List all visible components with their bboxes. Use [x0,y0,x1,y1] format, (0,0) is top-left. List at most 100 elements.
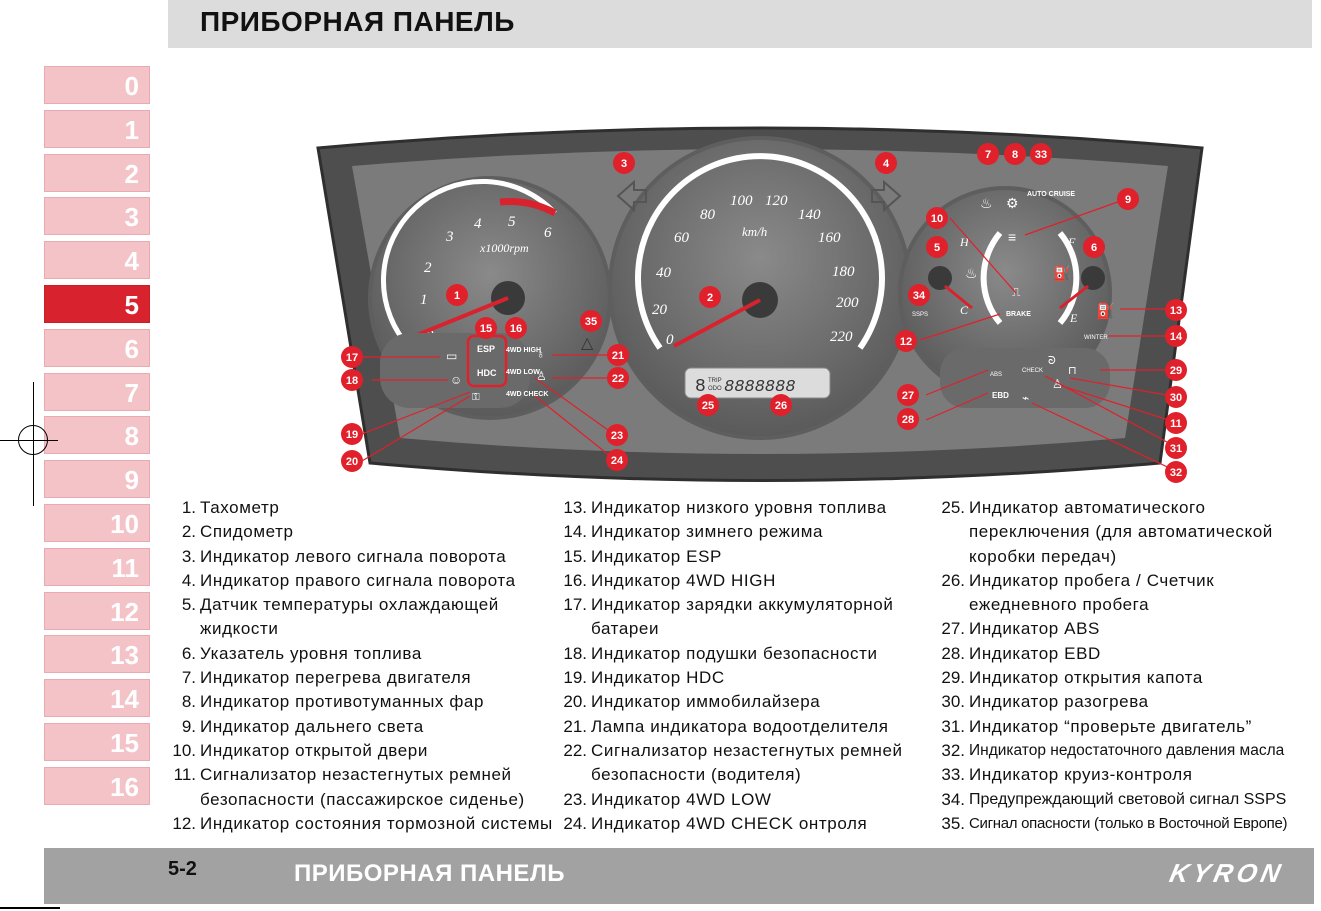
footer-section-title: ПРИБОРНАЯ ПАНЕЛЬ [294,860,566,887]
callout-leader-lines [360,198,1179,473]
legend-number: 25. [941,498,965,517]
legend-number: 4. [181,570,196,590]
legend-item: 4.Индикатор правого сигнала поворота [172,569,554,593]
chapter-tab-6[interactable]: 6 [44,328,150,367]
legend-number: 2. [181,522,196,542]
legend-text: Указатель уровня топлива [200,643,422,663]
chapter-tab-9[interactable]: 9 [44,460,150,499]
callout-marker-4 [875,152,897,174]
legend-item: 24.Индикатор 4WD CHECK онтроля [560,812,932,836]
callout-marker-33 [1030,143,1052,165]
legend-text: Сигнализатор незастегнутых ремней безопа… [591,740,903,785]
chapter-tab-7[interactable]: 7 [44,372,150,411]
legend-text: Индикатор разогрева [969,692,1149,712]
legend-number: 18. [563,643,587,663]
low-fuel-icon: ⛽ [1096,302,1115,320]
chapter-tab-5-active[interactable]: 5 [44,284,150,323]
callout-label-23: 23 [611,430,623,442]
legend-item: 18.Индикатор подушки безопасности [560,642,932,666]
callout-marker-22 [607,367,629,389]
callout-label-31: 31 [1170,443,1182,455]
chapter-tab-8[interactable]: 8 [44,416,150,455]
legend-text: Индикатор 4WD HIGH [591,570,776,590]
chapter-tab-2[interactable]: 2 [44,153,150,192]
callout-label-2: 2 [707,292,713,304]
tach-tick-1: 1 [420,292,428,308]
oil-pressure-icon: ⌁ [1022,391,1029,405]
legend-item: 11.Сигнализатор незастегнутых ремней без… [172,763,554,812]
legend-text: Индикатор зарядки аккумуляторной батареи [591,595,894,639]
speed-tick-120: 120 [765,193,788,209]
callout-marker-7 [977,143,999,165]
legend-number: 28. [941,643,965,663]
auto-cruise-indicator: AUTO CRUISE [1027,191,1075,198]
callout-marker-19 [341,423,363,445]
legend-item: 35.Сигнал опасности (только в Восточной … [936,812,1321,836]
legend-text: Индикатор круиз-контроля [969,765,1193,785]
callout-marker-17 [341,346,363,368]
ssps-indicator: SSPS [912,312,928,318]
callout-marker-1 [446,284,468,306]
chapter-tab-1[interactable]: 1 [44,109,150,148]
legend-item: 5.Датчик температуры охлаждающей жидкост… [172,593,554,642]
legend-item: 27.Индикатор ABS [936,617,1321,641]
callout-label-4: 4 [883,158,890,170]
legend-text: Индикатор пробега / Счетчик ежедневного … [969,570,1215,615]
warning-panel-right [940,348,1110,408]
legend-item: 8.Индикатор противотуманных фар [172,690,554,714]
chapter-tab-11[interactable]: 11 [44,547,150,586]
speed-tick-140: 140 [798,207,821,223]
callout-marker-28 [897,408,919,430]
temp-gauge-scale [980,231,1003,325]
callout-label-6: 6 [1091,242,1097,254]
legend-column-2: 13.Индикатор низкого уровня топлива 14.И… [560,496,932,836]
chapter-tab-0[interactable]: 0 [44,66,150,104]
speed-tick-200: 200 [836,295,859,311]
lcd-gear-digit: 8 [695,377,706,397]
legend-text: Предупреждающий световой сигнал SSPS [969,790,1287,808]
legend-number: 12. [172,813,196,833]
legend-text: Лампа индикатора водоотделителя [591,716,889,736]
door-open-icon: ⎍ [1012,285,1021,299]
chapter-tab-12[interactable]: 12 [44,591,150,630]
chapter-tab-15[interactable]: 15 [44,722,150,761]
speed-tick-40: 40 [656,265,672,281]
fog-light-icon: ⚙ [1006,195,1019,211]
fuel-full-label: F [1067,235,1076,249]
legend-number: 33. [941,765,965,785]
chapter-tab-13[interactable]: 13 [44,635,150,674]
chapter-tab-10[interactable]: 10 [44,503,150,542]
left-turn-arrow-icon [616,179,647,213]
legend-item: 22.Сигнализатор незастегнутых ремней без… [560,739,932,788]
callout-marker-29 [1165,359,1187,381]
legend-text: Индикатор 4WD CHECK онтроля [591,813,868,833]
tach-needle [416,296,509,337]
callout-marker-8 [1004,143,1026,165]
chapter-tab-3[interactable]: 3 [44,197,150,236]
chapter-tab-16[interactable]: 16 [44,766,150,805]
legend-item: 14.Индикатор зимнего режима [560,520,932,544]
legend-item: 17.Индикатор зарядки аккумуляторной бата… [560,593,932,642]
callout-marker-21 [607,344,629,366]
battery-icon: ▭ [446,349,457,363]
legend-number: 17. [563,595,587,615]
chapter-index: 0 1 2 3 4 5 6 7 8 9 10 11 12 13 14 15 16 [44,66,152,811]
legend-item: 20.Индикатор иммобилайзера [560,690,932,714]
esp-indicator: ESP [477,344,495,354]
legend-text: Индикатор EBD [969,643,1101,663]
chapter-tab-4[interactable]: 4 [44,241,150,280]
callout-label-11: 11 [1170,418,1182,430]
legend-item: 1.Тахометр [172,496,554,520]
callout-marker-20 [341,450,363,472]
legend-number: 23. [563,789,587,809]
tach-tick-5: 5 [508,214,516,230]
brake-indicator: BRAKE [1006,311,1031,318]
chapter-tab-14[interactable]: 14 [44,679,150,718]
tach-unit: x1000rpm [479,241,529,255]
legend-text: Спидометр [200,522,294,542]
speedo-needle [673,298,761,348]
tach-tick-4: 4 [474,216,482,232]
callout-label-35: 35 [585,316,597,328]
legend-number: 8. [181,692,196,712]
speed-tick-100: 100 [730,193,753,209]
